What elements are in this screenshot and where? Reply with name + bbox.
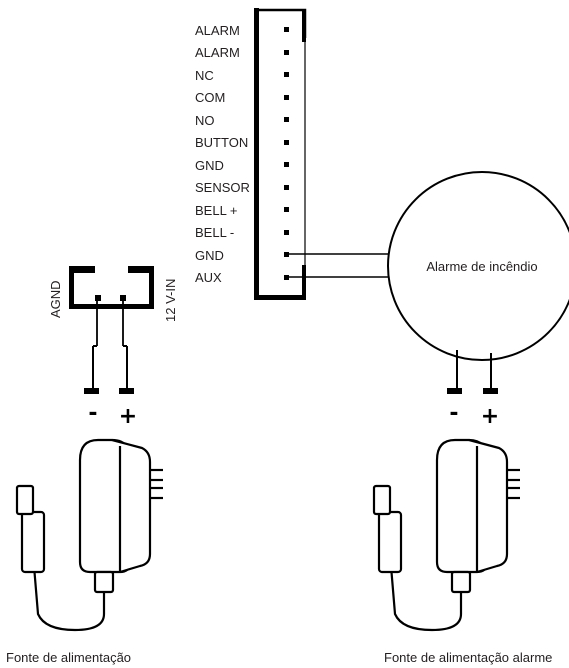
pin-label-button: BUTTON	[195, 135, 248, 150]
pin-label-com: COM	[195, 90, 225, 105]
right-supply-caption: Fonte de alimentação alarme	[384, 650, 552, 665]
pin-label-aux: AUX	[195, 270, 222, 285]
pin-label-no: NO	[195, 113, 215, 128]
pin-label-sensor: SENSOR	[195, 180, 250, 195]
alarm-plus-sign: +	[481, 404, 499, 429]
left-supply-leads	[84, 345, 134, 394]
terminal-labels: ALARM ALARM NC COM NO BUTTON GND SENSOR …	[195, 23, 250, 285]
terminal-block	[254, 8, 307, 300]
agnd-label: AGND	[48, 280, 63, 318]
pin-label-nc: NC	[195, 68, 214, 83]
12v-in-label: 12 V-IN	[163, 279, 178, 322]
terminal-pins	[284, 27, 289, 280]
left-plus-sign: +	[119, 404, 137, 429]
alarm-minus-sign: -	[449, 401, 458, 426]
pin-label-gnd-2: GND	[195, 248, 224, 263]
left-minus-sign: -	[88, 401, 97, 426]
left-supply-caption: Fonte de alimentação	[6, 650, 131, 665]
pin-label-gnd-1: GND	[195, 158, 224, 173]
power-connector	[69, 266, 154, 346]
pin-label-bell-minus: BELL -	[195, 225, 234, 240]
fire-alarm: Alarme de incêndio	[387, 171, 569, 361]
fire-alarm-label: Alarme de incêndio	[426, 259, 537, 274]
fire-alarm-leads	[447, 350, 498, 394]
pin-label-alarm-1: ALARM	[195, 23, 240, 38]
right-power-adapter	[372, 438, 520, 632]
alarm-wires	[289, 253, 390, 278]
pin-label-bell-plus: BELL +	[195, 203, 238, 218]
pin-label-alarm-2: ALARM	[195, 45, 240, 60]
left-power-adapter	[15, 438, 163, 632]
